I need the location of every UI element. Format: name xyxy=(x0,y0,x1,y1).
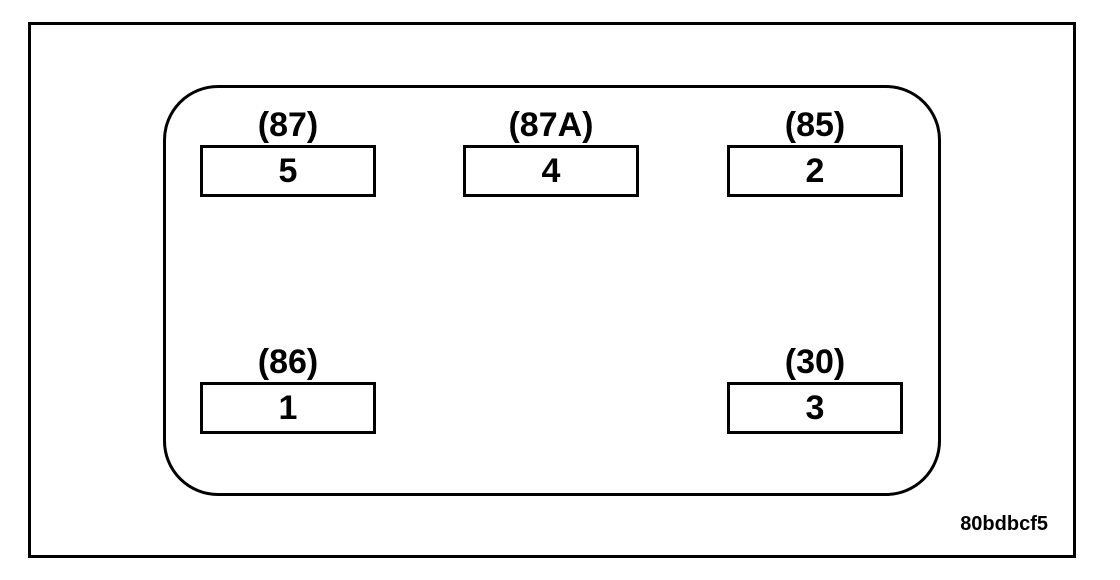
terminal-pin-box: 2 xyxy=(727,145,903,197)
terminal-87: (87) 5 xyxy=(200,105,376,197)
relay-connector-outline xyxy=(163,85,941,496)
terminal-pin-box: 3 xyxy=(727,382,903,434)
terminal-code-label: (86) xyxy=(257,343,319,381)
terminal-30: (30) 3 xyxy=(727,342,903,434)
diagram-frame xyxy=(28,22,1076,558)
terminal-pin-box: 1 xyxy=(200,382,376,434)
terminal-pin-box: 4 xyxy=(463,145,639,197)
terminal-code-label: (30) xyxy=(784,343,846,381)
terminal-87a: (87A) 4 xyxy=(463,105,639,197)
terminal-code-label: (85) xyxy=(784,106,846,144)
figure-id-label: 80bdbcf5 xyxy=(960,513,1048,535)
terminal-code-label: (87A) xyxy=(508,106,594,144)
terminal-86: (86) 1 xyxy=(200,342,376,434)
terminal-pin-box: 5 xyxy=(200,145,376,197)
terminal-code-label: (87) xyxy=(257,106,319,144)
terminal-85: (85) 2 xyxy=(727,105,903,197)
